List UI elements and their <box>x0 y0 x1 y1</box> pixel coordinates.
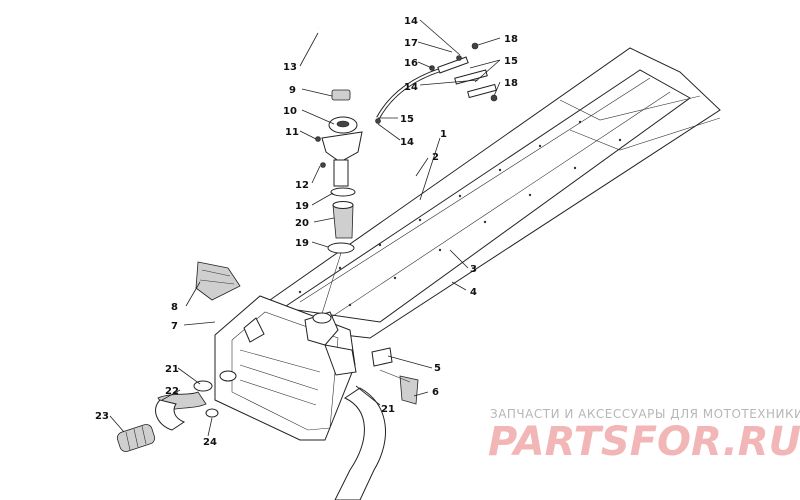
watermark-caption: ЗАПЧАСТИ И АКСЕССУАРЫ ДЛЯ МОТОТЕХНИКИ <box>490 407 800 421</box>
callout-12: 12 <box>295 180 309 191</box>
mounting-brackets <box>371 347 419 405</box>
callout-1: 1 <box>440 129 447 140</box>
callout-2: 2 <box>432 152 439 163</box>
callout-13: 13 <box>283 62 297 73</box>
callout-11: 11 <box>285 127 299 138</box>
callout-21a: 21 <box>165 364 179 375</box>
bellows-boot <box>116 424 156 452</box>
callout-14a: 14 <box>404 16 418 27</box>
callout-23: 23 <box>95 411 109 422</box>
callout-16: 16 <box>404 58 418 69</box>
overflow-hose <box>317 26 370 113</box>
callout-24: 24 <box>203 437 217 448</box>
lower-coolant-hose <box>334 387 386 500</box>
watermark-logo: PARTSFOR.RU <box>488 419 800 465</box>
rail-rivets <box>298 120 622 307</box>
callout-20: 20 <box>295 218 309 229</box>
callout-8: 8 <box>171 302 178 313</box>
callout-15b: 15 <box>400 114 414 125</box>
callout-5: 5 <box>434 363 441 374</box>
coupler-hose-and-clamps <box>319 187 356 321</box>
callout-18a: 18 <box>504 34 518 45</box>
tunnel-rail-assembly <box>269 47 721 339</box>
callout-7: 7 <box>171 321 178 332</box>
callout-9: 9 <box>289 85 296 96</box>
callout-3: 3 <box>470 264 477 275</box>
callout-14b: 14 <box>404 82 418 93</box>
callout-14c: 14 <box>400 137 414 148</box>
coolant-tank-filler <box>315 89 363 187</box>
callout-17: 17 <box>404 38 418 49</box>
callout-22: 22 <box>165 386 179 397</box>
callout-19a: 19 <box>295 201 309 212</box>
callout-labels: 1 2 3 4 5 6 7 8 9 10 11 12 13 14 14 14 1… <box>95 16 518 448</box>
callout-10: 10 <box>283 106 297 117</box>
callout-15a: 15 <box>504 56 518 67</box>
leader-lines <box>109 19 501 437</box>
tank-outlet-fitting <box>304 311 357 376</box>
vent-hose-fittings <box>375 42 498 124</box>
watermark: ЗАПЧАСТИ И АКСЕССУАРЫ ДЛЯ МОТОТЕХНИКИ PA… <box>488 407 800 465</box>
callout-19b: 19 <box>295 238 309 249</box>
left-hose-group <box>116 370 237 452</box>
callout-21b: 21 <box>381 404 395 415</box>
callout-6: 6 <box>432 387 439 398</box>
callout-18b: 18 <box>504 78 518 89</box>
decal <box>195 261 241 301</box>
callout-4: 4 <box>470 287 477 298</box>
